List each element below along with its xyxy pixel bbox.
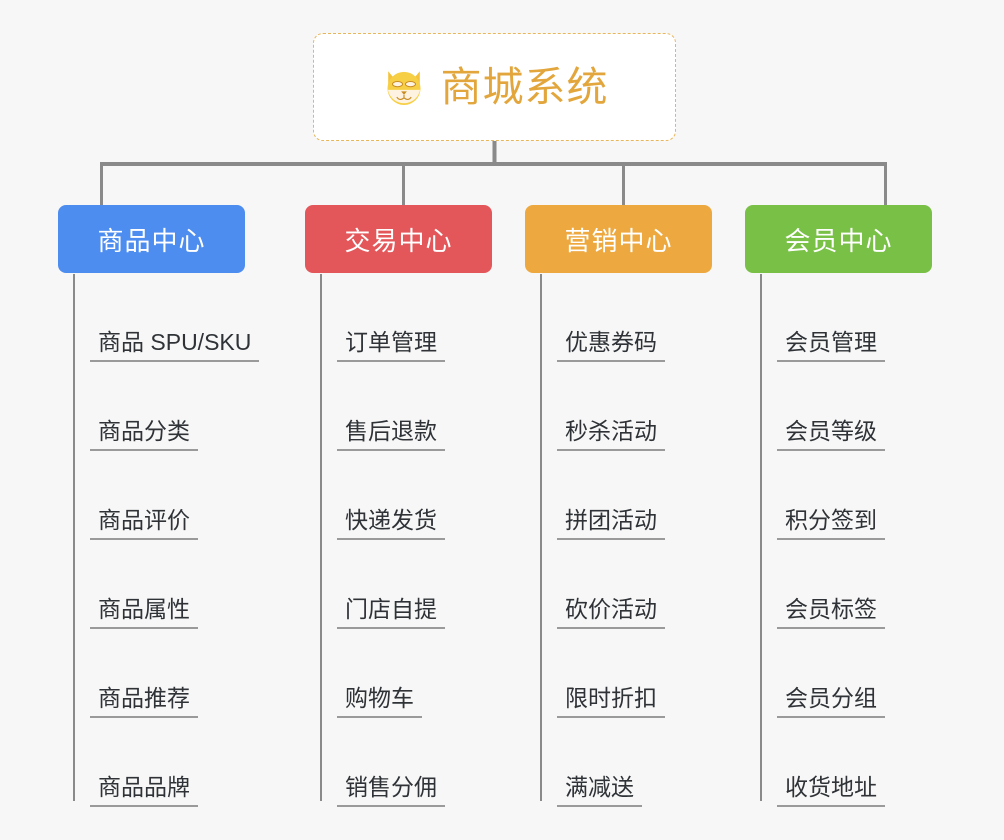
branch-column-交易中心: 交易中心 订单管理 售后退款 快递发货 门店自提 购物车 销售分佣 [305,205,535,807]
leaf-label: 秒杀活动 [557,418,665,451]
shiba-dog-face-icon [381,64,427,110]
leaf-item[interactable]: 会员等级 [745,362,975,451]
leaf-item[interactable]: 购物车 [305,629,535,718]
leaf-item[interactable]: 满减送 [525,718,755,807]
leaf-item[interactable]: 快递发货 [305,451,535,540]
leaf-label: 商品品牌 [90,774,198,807]
leaf-item[interactable]: 砍价活动 [525,540,755,629]
leaf-list-0: 商品 SPU/SKU 商品分类 商品评价 商品属性 商品推荐 商品品牌 [58,273,288,807]
leaf-item[interactable]: 门店自提 [305,540,535,629]
leaf-item[interactable]: 商品属性 [58,540,288,629]
leaf-item[interactable]: 商品品牌 [58,718,288,807]
leaf-item[interactable]: 限时折扣 [525,629,755,718]
leaf-label: 会员分组 [777,685,885,718]
leaf-item[interactable]: 商品评价 [58,451,288,540]
leaf-label: 积分签到 [777,507,885,540]
leaf-label: 限时折扣 [557,685,665,718]
leaf-label: 商品 SPU/SKU [90,329,260,362]
leaf-label: 商品分类 [90,418,198,451]
root-title: 商城系统 [440,63,609,110]
leaf-item[interactable]: 秒杀活动 [525,362,755,451]
leaf-label: 会员标签 [777,596,885,629]
leaf-item[interactable]: 优惠券码 [525,273,755,362]
leaf-item[interactable]: 会员标签 [745,540,975,629]
root-node[interactable]: 商城系统 [313,33,676,141]
leaf-item[interactable]: 会员分组 [745,629,975,718]
leaf-item[interactable]: 拼团活动 [525,451,755,540]
leaf-label: 售后退款 [337,418,445,451]
branch-header-3[interactable]: 会员中心 [745,205,932,273]
leaf-label: 门店自提 [337,596,445,629]
branch-column-营销中心: 营销中心 优惠券码 秒杀活动 拼团活动 砍价活动 限时折扣 满减送 [525,205,755,807]
leaf-item[interactable]: 积分签到 [745,451,975,540]
leaf-list-1: 订单管理 售后退款 快递发货 门店自提 购物车 销售分佣 [305,273,535,807]
leaf-label: 优惠券码 [557,329,665,362]
leaf-label: 会员等级 [777,418,885,451]
leaf-label: 收货地址 [777,774,885,807]
leaf-label: 会员管理 [777,329,885,362]
leaf-label: 快递发货 [337,507,445,540]
leaf-item[interactable]: 售后退款 [305,362,535,451]
branch-header-1[interactable]: 交易中心 [305,205,492,273]
leaf-label: 满减送 [557,774,642,807]
branch-column-会员中心: 会员中心 会员管理 会员等级 积分签到 会员标签 会员分组 收货地址 [745,205,975,807]
leaf-item[interactable]: 销售分佣 [305,718,535,807]
leaf-label: 购物车 [337,685,422,718]
branch-header-2[interactable]: 营销中心 [525,205,712,273]
branch-column-商品中心: 商品中心 商品 SPU/SKU 商品分类 商品评价 商品属性 商品推荐 商品品牌 [58,205,288,807]
leaf-label: 商品推荐 [90,685,198,718]
leaf-list-2: 优惠券码 秒杀活动 拼团活动 砍价活动 限时折扣 满减送 [525,273,755,807]
leaf-label: 商品属性 [90,596,198,629]
leaf-label: 订单管理 [337,329,445,362]
leaf-label: 商品评价 [90,507,198,540]
leaf-item[interactable]: 会员管理 [745,273,975,362]
leaf-list-3: 会员管理 会员等级 积分签到 会员标签 会员分组 收货地址 [745,273,975,807]
leaf-label: 销售分佣 [337,774,445,807]
leaf-item[interactable]: 商品推荐 [58,629,288,718]
leaf-item[interactable]: 商品分类 [58,362,288,451]
leaf-label: 砍价活动 [557,596,665,629]
leaf-label: 拼团活动 [557,507,665,540]
leaf-item[interactable]: 收货地址 [745,718,975,807]
leaf-item[interactable]: 商品 SPU/SKU [58,273,288,362]
branch-header-0[interactable]: 商品中心 [58,205,245,273]
leaf-item[interactable]: 订单管理 [305,273,535,362]
